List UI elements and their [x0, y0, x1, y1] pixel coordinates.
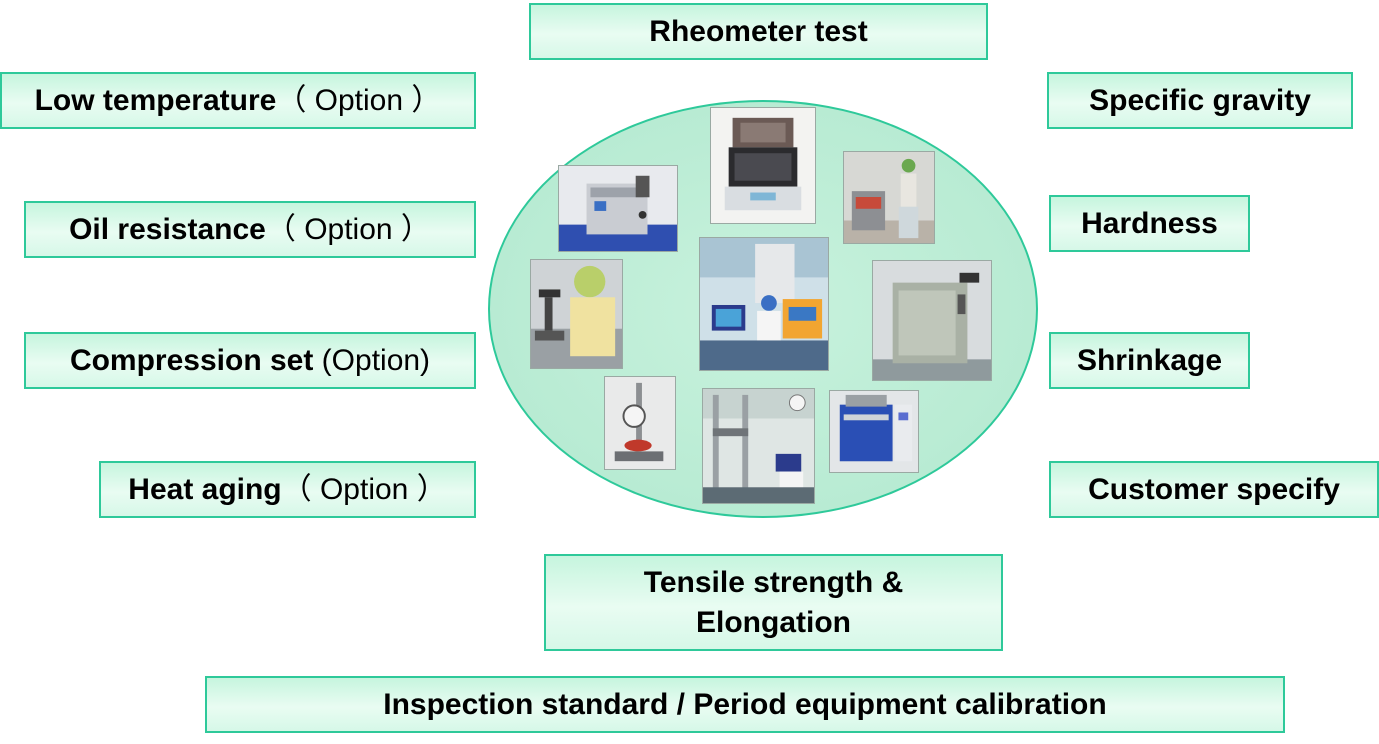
- oil-resistance-label: Oil resistance: [69, 212, 266, 246]
- customer-specify-box: Customer specify: [1049, 461, 1379, 518]
- compression-set-box: Compression set (Option): [24, 332, 476, 389]
- heat-aging-option: （ Option ）: [281, 472, 447, 506]
- oil-resistance-option: （ Option ）: [265, 212, 431, 246]
- low-temperature-option: （ Option ）: [276, 83, 442, 117]
- low-temperature-label: Low temperature: [34, 83, 277, 117]
- oil-bath-photo: [558, 165, 678, 252]
- shrinkage-box: Shrinkage: [1049, 332, 1250, 389]
- shrinkage-label: Shrinkage: [1076, 343, 1223, 377]
- compression-set-option: (Option): [313, 343, 431, 377]
- tensile-tester-photo: [702, 388, 815, 504]
- durometer-photo: [604, 376, 676, 470]
- inspection-standard-label: Inspection standard / Period equipment c…: [383, 687, 1107, 721]
- hardness-operator-photo: [843, 151, 935, 244]
- rheometer-test-box: Rheometer test: [529, 3, 988, 60]
- specific-gravity-box: Specific gravity: [1047, 72, 1353, 129]
- specific-gravity-balance-photo: [710, 107, 816, 224]
- aging-oven-photo: [872, 260, 992, 381]
- inspection-standard-box: Inspection standard / Period equipment c…: [205, 676, 1285, 733]
- tensile-strength-box: Tensile strength & Elongation: [544, 554, 1003, 651]
- hardness-label: Hardness: [1081, 206, 1218, 240]
- rheometer-test-label: Rheometer test: [649, 14, 868, 48]
- elongation-label: Elongation: [696, 605, 851, 639]
- hardness-box: Hardness: [1049, 195, 1250, 252]
- microscope-operator-photo: [530, 259, 623, 369]
- oil-resistance-box: Oil resistance（ Option ）: [24, 201, 476, 258]
- specific-gravity-label: Specific gravity: [1089, 83, 1311, 117]
- customer-specify-label: Customer specify: [1088, 472, 1340, 506]
- press-machine-photo: [829, 390, 919, 473]
- tensile-strength-label: Tensile strength &: [643, 565, 904, 599]
- heat-aging-label: Heat aging: [128, 472, 282, 506]
- rheometer-station-photo: [699, 237, 829, 371]
- low-temperature-box: Low temperature（ Option ）: [0, 72, 476, 129]
- compression-set-label: Compression set: [69, 343, 314, 377]
- heat-aging-box: Heat aging（ Option ）: [99, 461, 476, 518]
